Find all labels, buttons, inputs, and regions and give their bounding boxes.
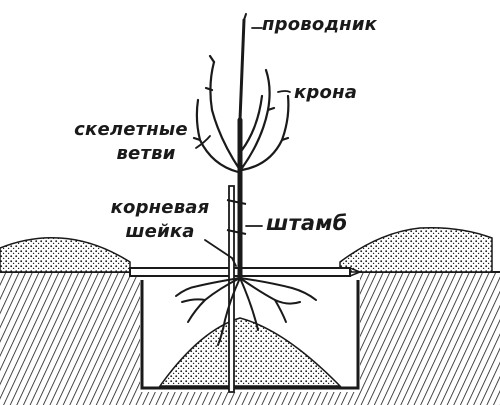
roots (175, 277, 317, 346)
label-root-collar-line1: корневая (110, 197, 210, 218)
label-root-collar: корневая шейка (100, 196, 220, 244)
crown-branches (192, 54, 290, 174)
label-skeletal-branches-line2: ветви (116, 143, 176, 164)
tree-trunk (237, 13, 247, 281)
planting-board (129, 267, 363, 277)
label-skeletal-branches: скелетные ветви (66, 118, 196, 166)
support-stake (228, 185, 235, 393)
pointer-lines (195, 27, 291, 267)
right-soil-pile (339, 226, 493, 273)
label-trunk: штамб (266, 211, 348, 235)
label-root-collar-line2: шейка (125, 221, 195, 242)
label-leader: проводник (262, 14, 378, 35)
stake-ties (226, 199, 247, 235)
soil-mound (158, 317, 342, 387)
left-soil-pile (0, 236, 131, 273)
label-skeletal-branches-line1: скелетные (74, 119, 188, 140)
label-crown: крона (294, 82, 358, 103)
